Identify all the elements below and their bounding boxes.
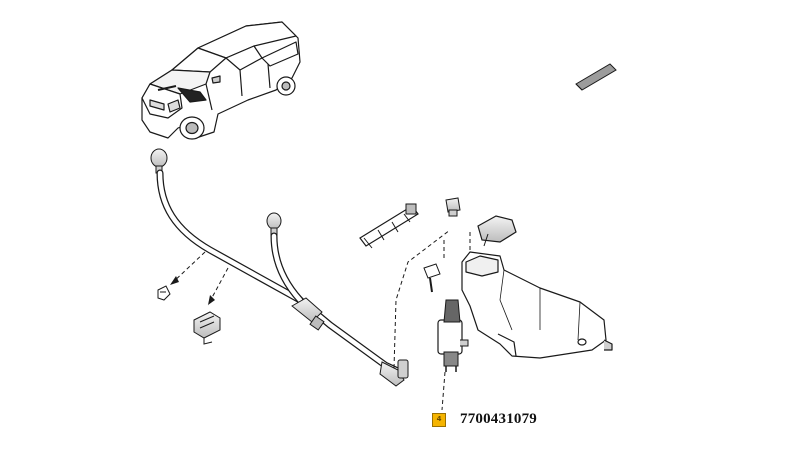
hose-connector — [291, 297, 325, 331]
connector-block — [193, 311, 221, 345]
washer-reservoir — [461, 251, 613, 359]
reservoir-cap — [477, 215, 517, 247]
vehicle-illustration — [141, 21, 301, 140]
retaining-pin — [575, 63, 617, 91]
part-callout: 4 7700431079 — [432, 411, 537, 428]
part-number-label[interactable]: 7700431079 — [460, 411, 537, 427]
elbow-connector — [379, 359, 409, 387]
washer-nozzle-right — [266, 212, 282, 237]
screw — [423, 263, 441, 293]
small-cap — [445, 197, 461, 217]
hose-clip — [157, 285, 171, 301]
washer-pump — [437, 299, 469, 372]
washer-nozzle-left — [150, 148, 168, 174]
mounting-bracket — [359, 203, 419, 249]
callout-marker[interactable]: 4 — [432, 412, 446, 427]
